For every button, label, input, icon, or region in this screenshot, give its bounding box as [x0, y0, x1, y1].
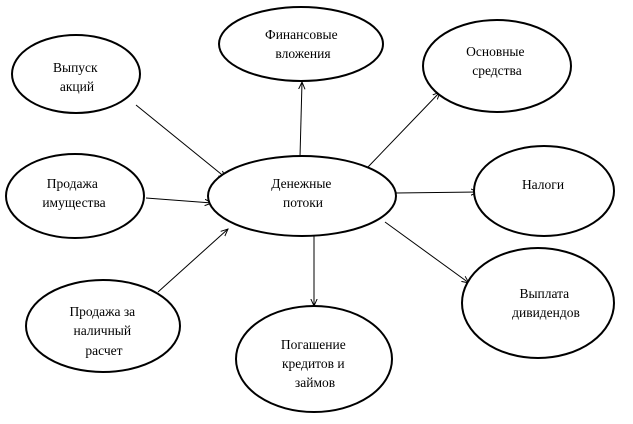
node-fixed-assets: Основные средства	[422, 19, 572, 113]
node-label: Погашение кредитов и займов	[281, 337, 349, 390]
arrow-share-issue-to-center	[135, 104, 226, 178]
node-dividends: Выплата дивидендов	[461, 247, 615, 359]
node-label-line: Налоги	[522, 177, 564, 192]
node-label-line: дивидендов	[512, 305, 580, 320]
node-label-line: кредитов и	[282, 356, 345, 371]
node-label-line: потоки	[283, 195, 323, 210]
node-label-line: Продажа	[47, 176, 98, 191]
node-label: Выплата дивидендов	[512, 286, 580, 320]
node-label-line: Выплата	[519, 286, 569, 301]
node-label: Налоги	[522, 177, 564, 192]
arrows	[135, 82, 478, 306]
node-taxes: Налоги	[473, 145, 615, 237]
arrow-center-to-fixed-assets	[367, 92, 440, 168]
node-label-line: имущества	[42, 195, 105, 210]
arrow-cash-sale-to-center	[157, 229, 228, 293]
node-financial-investments: Финансовые вложения	[218, 6, 384, 82]
node-label: Денежные потоки	[271, 176, 335, 210]
node-label-line: Денежные	[271, 176, 331, 191]
node-label-line: Финансовые	[265, 27, 338, 42]
arrow-center-to-taxes	[395, 192, 478, 193]
node-cash-sale: Продажа за наличный расчет	[25, 279, 181, 373]
node-label: Финансовые вложения	[265, 27, 341, 61]
node-label-line: Основные	[466, 44, 524, 59]
node-label-line: займов	[295, 375, 335, 390]
node-asset-sale: Продажа имущества	[5, 153, 145, 239]
node-label: Продажа имущества	[42, 176, 105, 210]
node-label-line: Погашение	[281, 337, 346, 352]
arrow-center-to-financial-investments	[300, 82, 302, 158]
node-label-line: наличный	[74, 323, 132, 338]
node-label: Выпуск акций	[53, 60, 101, 94]
node-share-issue: Выпуск акций	[11, 34, 141, 114]
node-label-line: расчет	[85, 343, 122, 358]
node-label-line: Выпуск	[53, 60, 98, 75]
node-label-line: средства	[472, 63, 522, 78]
arrow-asset-sale-to-center	[145, 197, 212, 203]
arrow-center-to-dividends	[384, 221, 469, 283]
node-label-line: акций	[60, 79, 94, 94]
node-center-cash-flows: Денежные потоки	[207, 155, 397, 237]
node-loan-repayment: Погашение кредитов и займов	[235, 305, 393, 413]
node-label-line: вложения	[275, 46, 330, 61]
node-label-line: Продажа за	[69, 304, 135, 319]
node-label: Продажа за наличный расчет	[69, 304, 138, 358]
node-label: Основные средства	[466, 44, 528, 78]
